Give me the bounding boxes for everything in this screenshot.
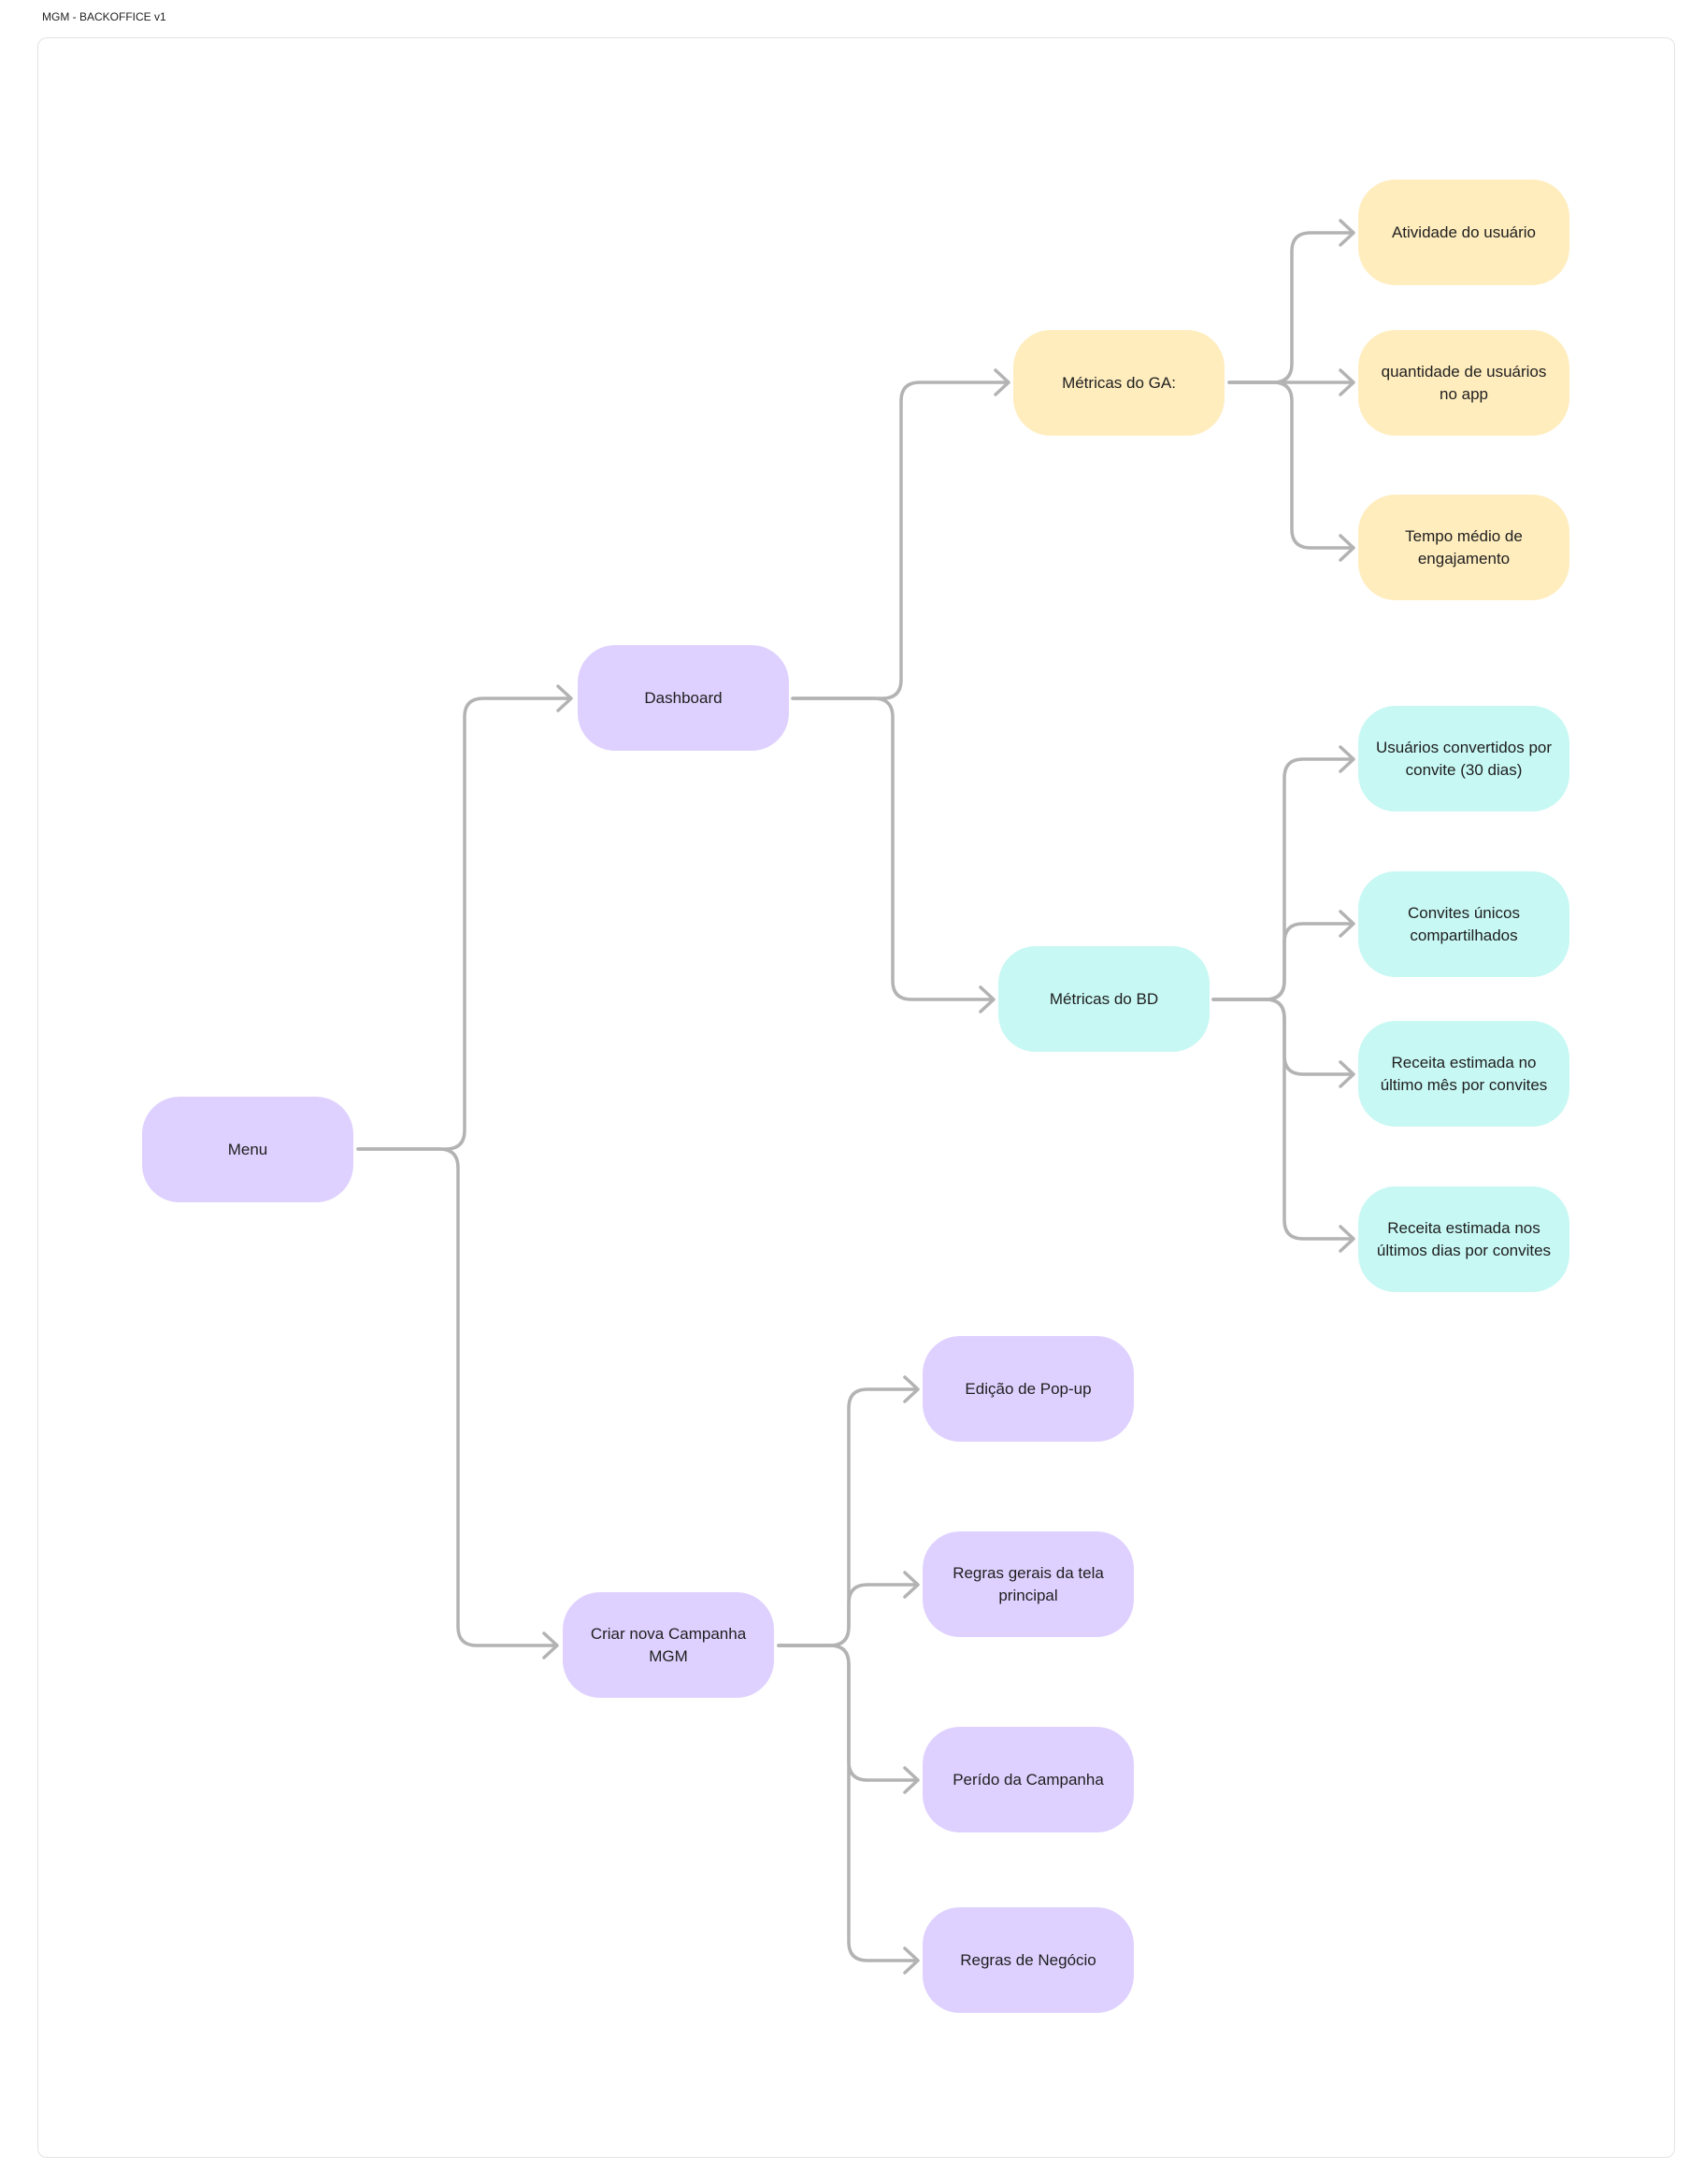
node-periodo-campanha[interactable]: Perído da Campanha [923,1727,1134,1832]
connector-criar-negocio [777,1644,919,1962]
node-dashboard[interactable]: Dashboard [578,645,789,751]
arrowhead-criar [542,1631,559,1660]
connector-bd-receita-dias [1211,998,1354,1241]
arrowhead-atividade [1339,219,1355,247]
node-convites-unicos[interactable]: Convites únicos compartilhados [1358,871,1569,977]
arrowhead-receita-mes [1339,1060,1355,1088]
connector-dashboard-ga [791,381,1010,700]
arrowhead-dashboard [556,684,573,712]
connector-bd-convites [1211,922,1354,1001]
arrowhead-convites [1339,910,1355,938]
frame-title: MGM - BACKOFFICE v1 [42,10,166,23]
connector-ga-atividade [1227,231,1354,384]
connector-criar-regras-gerais [777,1583,919,1647]
arrowhead-regras-gerais [903,1571,920,1599]
arrowhead-periodo [903,1766,920,1794]
connector-menu-dashboard [356,697,572,1151]
node-tempo-medio[interactable]: Tempo médio de engajamento [1358,495,1569,600]
arrowhead-receita-dias [1339,1225,1355,1253]
node-receita-ultimo-mes[interactable]: Receita estimada no último mês por convi… [1358,1021,1569,1127]
node-regras-negocio[interactable]: Regras de Negócio [923,1907,1134,2013]
node-quantidade-usuarios[interactable]: quantidade de usuários no app [1358,330,1569,436]
node-usuarios-convertidos[interactable]: Usuários convertidos por convite (30 dia… [1358,706,1569,812]
node-metricas-bd[interactable]: Métricas do BD [998,946,1210,1052]
node-atividade-usuario[interactable]: Atividade do usuário [1358,180,1569,285]
connector-menu-criar [356,1147,558,1647]
node-edicao-popup[interactable]: Edição de Pop-up [923,1336,1134,1442]
connector-dashboard-bd [791,697,995,1001]
arrowhead-quantidade [1339,368,1355,396]
node-regras-gerais[interactable]: Regras gerais da tela principal [923,1531,1134,1637]
node-criar-nova-campanha[interactable]: Criar nova Campanha MGM [563,1592,774,1698]
arrowhead-tempo [1339,534,1355,562]
arrowhead-popup [903,1375,920,1403]
arrowhead-bd [979,985,996,1013]
arrowhead-convertidos [1339,745,1355,773]
node-menu[interactable]: Menu [142,1097,353,1202]
node-metricas-ga[interactable]: Métricas do GA: [1013,330,1225,436]
arrowhead-ga [994,368,1010,396]
connector-ga-tempo [1227,381,1354,550]
node-receita-ultimos-dias[interactable]: Receita estimada nos últimos dias por co… [1358,1186,1569,1292]
arrowhead-negocio [903,1947,920,1975]
